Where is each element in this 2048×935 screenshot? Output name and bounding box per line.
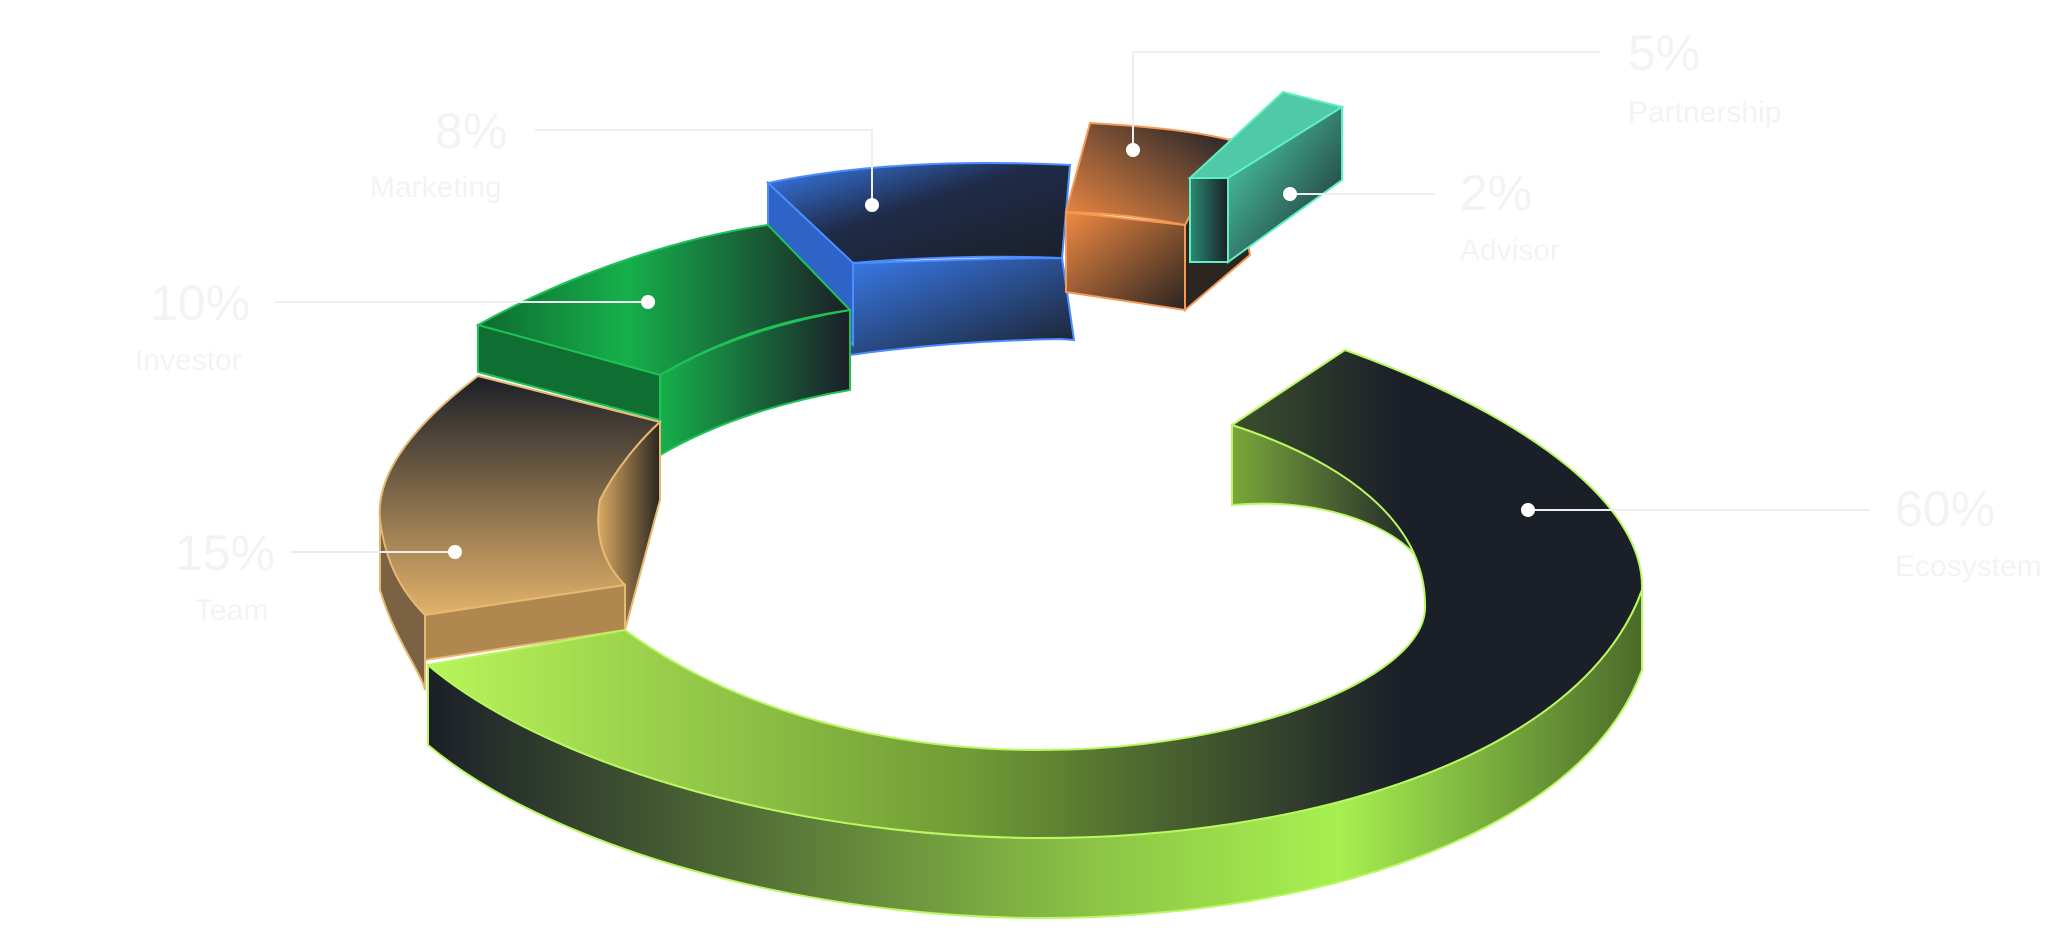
segment-ecosystem <box>425 348 1644 920</box>
marker-dot-advisor <box>1283 187 1297 201</box>
marker-dot-team <box>448 545 462 559</box>
label-name-team: Team <box>195 594 268 627</box>
label-pct-team: 15% <box>175 525 275 581</box>
label-name-marketing: Marketing <box>370 171 502 204</box>
label-pct-ecosystem: 60% <box>1895 481 1995 537</box>
label-pct-marketing: 8% <box>435 103 507 159</box>
label-pct-investor: 10% <box>150 275 250 331</box>
label-name-advisor: Advisor <box>1460 234 1560 267</box>
marker-dot-partnership <box>1126 143 1140 157</box>
leader-marketing <box>535 129 873 205</box>
leader-partnership <box>1132 51 1600 150</box>
label-name-ecosystem: Ecosystem <box>1895 550 2042 583</box>
label-pct-partnership: 5% <box>1628 25 1700 81</box>
label-name-investor: Investor <box>135 344 242 377</box>
marker-dot-investor <box>641 295 655 309</box>
marker-dot-ecosystem <box>1521 503 1535 517</box>
labels: 60% Ecosystem 15% Team 10% Investor 8% M… <box>135 25 2042 627</box>
segment-investor <box>475 223 853 457</box>
label-name-partnership: Partnership <box>1628 96 1781 129</box>
marker-dot-marketing <box>865 198 879 212</box>
leaders <box>275 51 1870 559</box>
label-pct-advisor: 2% <box>1460 165 1532 221</box>
segment-advisor <box>1187 90 1345 264</box>
